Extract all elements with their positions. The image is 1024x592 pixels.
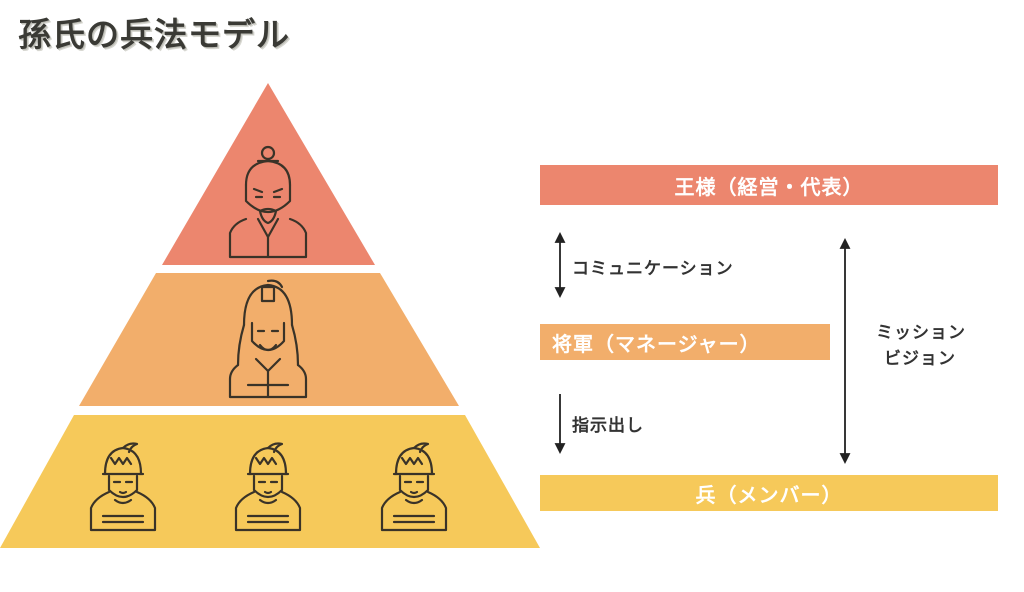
pyramid-tier-soldier <box>0 415 540 548</box>
general-figure-icon <box>228 279 308 399</box>
tier-label-general: 将軍（マネージャー） <box>540 324 830 360</box>
pyramid-tier-general <box>79 273 459 406</box>
mission-label: ミッション <box>876 323 966 343</box>
communication-arrow <box>554 231 566 299</box>
vision-label: ビジョン <box>884 349 956 369</box>
page-title: 孫氏の兵法モデル <box>18 15 290 54</box>
king-figure-icon <box>228 145 308 259</box>
orders-arrow <box>554 394 566 455</box>
orders-label: 指示出し <box>572 416 644 436</box>
mission-arrow <box>839 237 851 465</box>
communication-label: コミュニケーション <box>572 259 734 279</box>
tier-label-king: 王様（経営・代表） <box>540 165 998 205</box>
tier-label-soldier: 兵（メンバー） <box>540 475 998 511</box>
pyramid-tier-king <box>162 83 375 265</box>
